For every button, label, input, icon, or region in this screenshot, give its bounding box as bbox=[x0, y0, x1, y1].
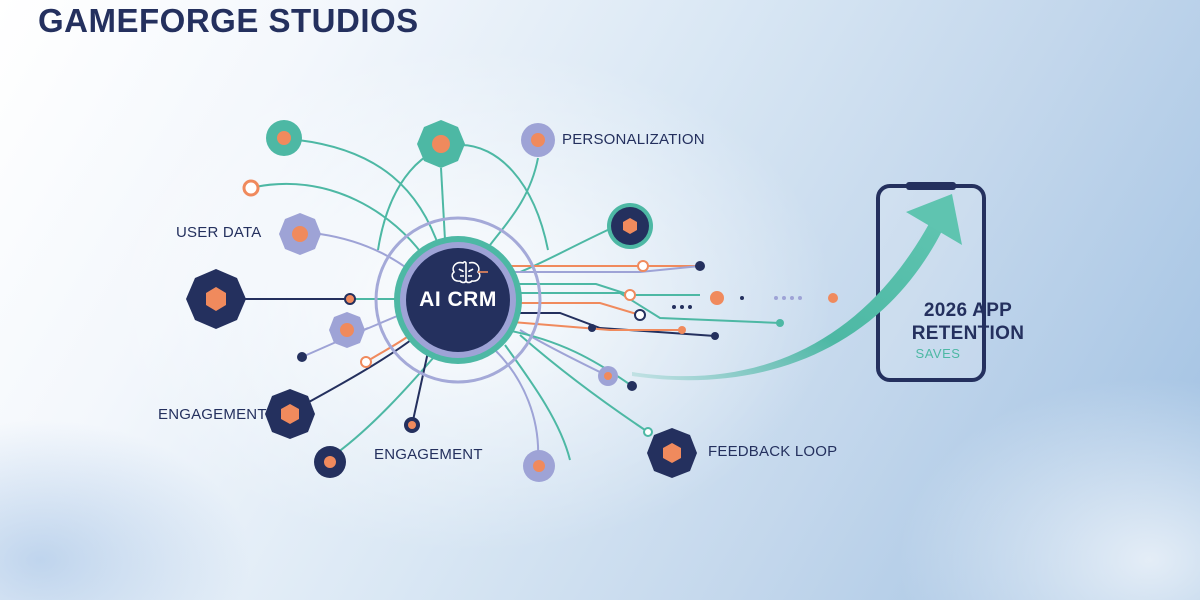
endpoint-dots bbox=[242, 179, 838, 437]
dot-teal bbox=[776, 319, 784, 327]
growth-arrow bbox=[632, 194, 962, 381]
dot-navy bbox=[297, 352, 307, 362]
dot-orange bbox=[828, 293, 838, 303]
link-right-5 bbox=[520, 302, 641, 316]
hub-core bbox=[406, 248, 510, 352]
hub-outer-ring bbox=[374, 216, 542, 384]
dot-navy bbox=[695, 261, 705, 271]
dot-navy bbox=[588, 324, 596, 332]
phone-notch bbox=[906, 182, 956, 190]
node-teal-top-center bbox=[417, 120, 465, 168]
phone-subtitle: SAVES bbox=[915, 346, 961, 361]
link-right-3 bbox=[518, 283, 700, 296]
trail-dot bbox=[740, 296, 744, 300]
hub-label: AI CRM bbox=[419, 288, 497, 311]
link-right-8 bbox=[505, 329, 633, 387]
node-bottom-left bbox=[314, 446, 346, 478]
link-bottom-lav bbox=[494, 349, 540, 461]
link-user-data bbox=[319, 233, 413, 273]
dot-orange-large bbox=[710, 291, 724, 305]
link-top-center bbox=[440, 167, 446, 241]
node-bottom-small bbox=[404, 417, 420, 433]
link-bottom-teal bbox=[504, 344, 571, 461]
hub bbox=[374, 216, 542, 384]
link-right-node bbox=[519, 227, 613, 273]
dot-orange-ring bbox=[360, 356, 372, 368]
dot-orange-ring bbox=[637, 260, 649, 272]
node-feedback bbox=[647, 428, 697, 478]
dot-orange bbox=[678, 326, 686, 334]
dotted-trail bbox=[672, 296, 802, 309]
node-engagement-left bbox=[265, 389, 315, 439]
node-user-data bbox=[279, 213, 321, 255]
dot-teal-ring bbox=[643, 427, 653, 437]
link-orange-small bbox=[365, 334, 411, 363]
dot-navy-ring bbox=[344, 293, 356, 305]
dot-navy-ring bbox=[634, 309, 646, 321]
node-left-hex bbox=[186, 269, 246, 329]
label-user-data: USER DATA bbox=[176, 224, 262, 241]
nodes bbox=[186, 120, 697, 482]
link-engagement-left bbox=[297, 336, 416, 409]
label-personalization: PERSONALIZATION bbox=[562, 131, 705, 148]
link-curve-top bbox=[377, 144, 549, 251]
label-engagement-bottom: ENGAGEMENT bbox=[374, 446, 483, 463]
link-right-7 bbox=[511, 321, 682, 331]
link-right-4 bbox=[520, 292, 781, 324]
growth-arrow-body bbox=[632, 222, 943, 381]
dot-navy bbox=[627, 381, 637, 391]
link-bottom-center bbox=[411, 351, 429, 426]
trail-dot bbox=[774, 296, 778, 300]
brand-title: GAMEFORGE STUDIOS bbox=[38, 2, 419, 39]
link-bottom-left bbox=[329, 349, 441, 459]
dot-navy bbox=[711, 332, 719, 340]
node-lav-right bbox=[598, 366, 618, 386]
phone-title-line2: RETENTION bbox=[911, 323, 1025, 344]
label-engagement-left: ENGAGEMENT bbox=[158, 406, 267, 423]
link-feedback bbox=[519, 334, 649, 433]
trail-dot bbox=[672, 305, 676, 309]
trail-dot bbox=[688, 305, 692, 309]
phone-title-line1: 2026 APP bbox=[923, 300, 1013, 321]
trail-dot bbox=[790, 296, 794, 300]
link-right-2 bbox=[510, 265, 701, 273]
growth-arrow-head bbox=[906, 194, 962, 245]
node-lav-left bbox=[329, 312, 365, 348]
trail-dot bbox=[798, 296, 802, 300]
node-personalization bbox=[521, 123, 555, 157]
link-teal-node-1 bbox=[297, 139, 441, 251]
trail-dot bbox=[782, 296, 786, 300]
label-feedback-loop: FEEDBACK LOOP bbox=[708, 443, 838, 460]
dot-orange-ring bbox=[242, 179, 260, 197]
node-bottom-lav bbox=[523, 450, 555, 482]
link-personalization bbox=[489, 157, 539, 246]
dot-orange-ring bbox=[624, 289, 636, 301]
link-lav-left bbox=[363, 313, 403, 331]
brain-icon bbox=[451, 261, 488, 284]
node-teal-top-left bbox=[266, 120, 302, 156]
link-teal-node-2 bbox=[249, 183, 426, 259]
node-right-upper bbox=[607, 203, 653, 249]
trail-dot bbox=[680, 305, 684, 309]
